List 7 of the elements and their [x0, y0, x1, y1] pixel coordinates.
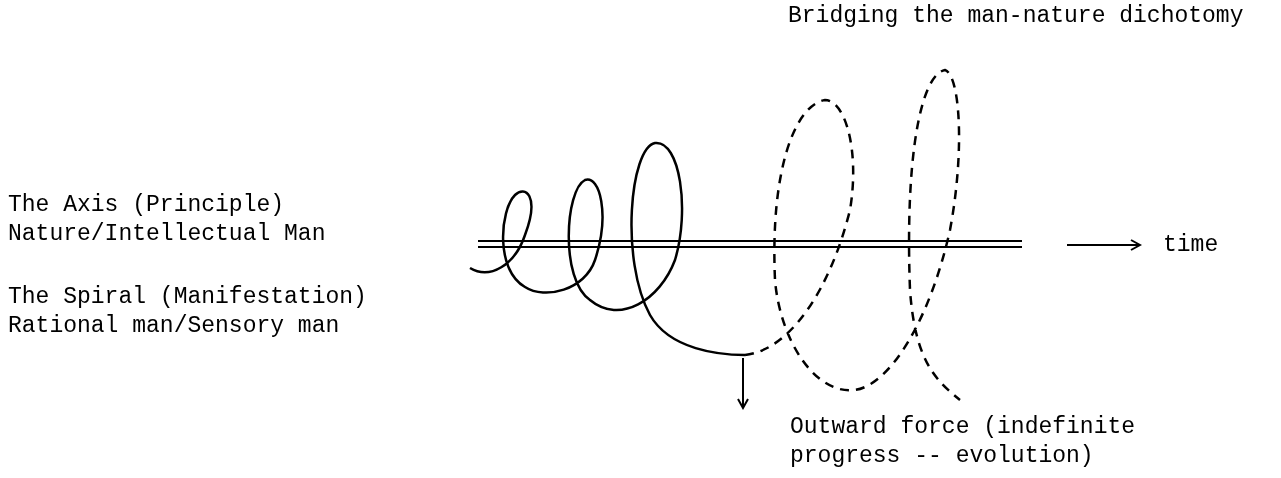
annotation-text: Bridging the man-nature dichotomy [788, 2, 1245, 31]
label-text: Rational man/Sensory man [8, 312, 340, 341]
axis-label: time [1163, 231, 1219, 260]
label-text: Nature/Intellectual Man [8, 220, 326, 249]
label-text: The Spiral (Manifestation) [8, 283, 367, 312]
label-text: The Axis (Principle) [8, 191, 285, 220]
annotation-text: Outward force (indefinite progress -- evolution) [790, 413, 1137, 471]
